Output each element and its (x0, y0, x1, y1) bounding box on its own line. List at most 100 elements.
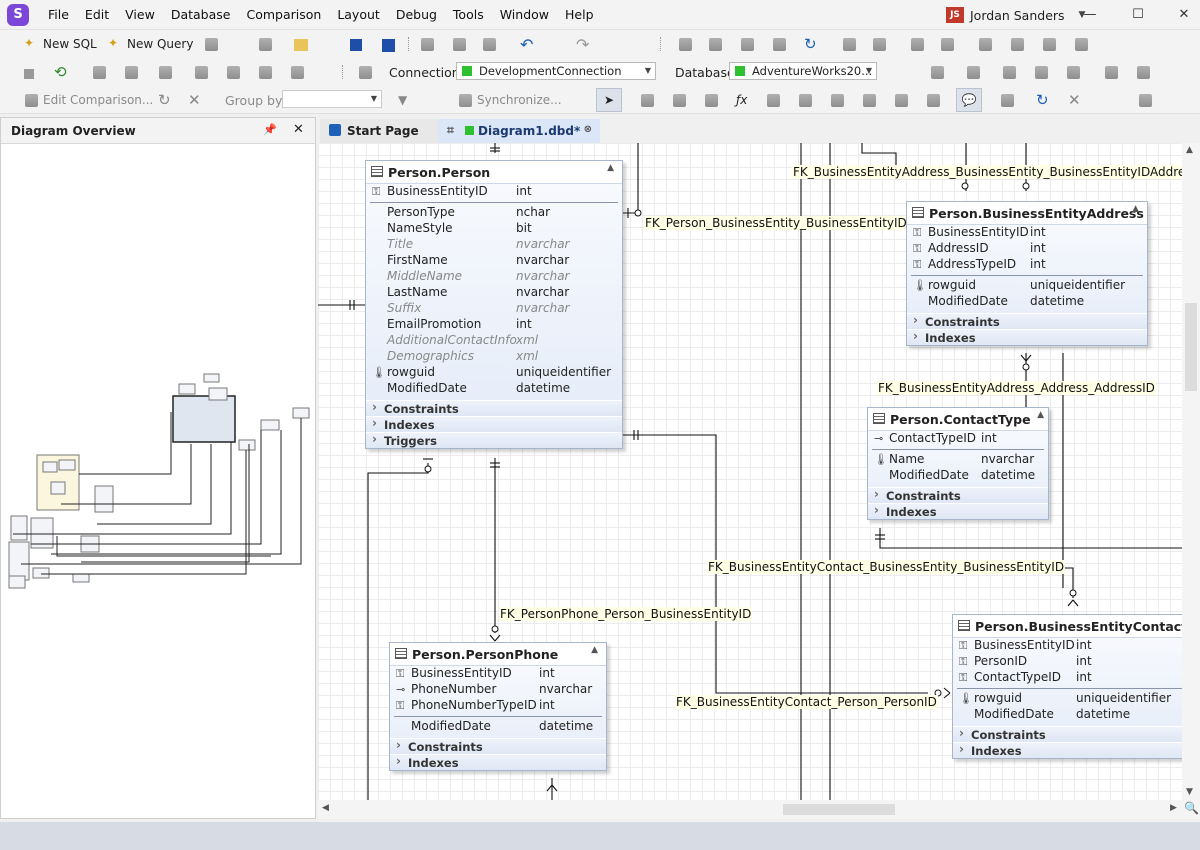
new-file-icon[interactable] (258, 34, 273, 54)
group-triggers[interactable]: Triggers (366, 432, 622, 448)
screenshot-icon[interactable] (708, 34, 723, 54)
group-indexes[interactable]: Indexes (907, 329, 1147, 345)
align-center-icon[interactable] (966, 62, 981, 82)
entity-business-entity-address[interactable]: Person.BusinessEntityAddress▲ ⚿BusinessE… (906, 201, 1148, 346)
tab-diagram[interactable]: ⌗ Diagram1.dbd* ⊗ (438, 119, 600, 143)
collapse-icon[interactable]: ▲ (1037, 410, 1044, 420)
scroll-up-icon[interactable]: ▲ (1186, 145, 1193, 155)
close-tab-icon[interactable]: ⊗ (583, 124, 592, 135)
new-document-icon[interactable] (204, 34, 219, 54)
relation-label[interactable]: FK_BusinessEntityContact_BusinessEntity_… (707, 560, 1066, 574)
horizontal-scrollbar[interactable]: ◀ ▶ 🔍 (318, 800, 1200, 819)
bookmark-prev-icon[interactable] (1010, 34, 1025, 54)
transaction-icon[interactable] (290, 62, 305, 82)
save-icon[interactable] (350, 34, 362, 54)
align-right-icon[interactable] (1066, 62, 1081, 82)
entity-business-entity-contact[interactable]: Person.BusinessEntityContact ⚿BusinessEn… (952, 614, 1182, 759)
paste-icon[interactable] (482, 34, 497, 54)
refresh-diagram-icon[interactable]: ↻ (1036, 91, 1049, 109)
scroll-right-icon[interactable]: ▶ (1170, 803, 1177, 813)
menu-database[interactable]: Database (170, 7, 231, 22)
align-top-icon[interactable] (1104, 62, 1119, 82)
export-tool-icon[interactable] (862, 90, 877, 110)
relation-label[interactable]: FK_BusinessEntityContact_Person_PersonID (675, 695, 938, 709)
close-panel-icon[interactable]: ✕ (293, 122, 304, 137)
align-icon[interactable] (930, 62, 945, 82)
tab-start-page[interactable]: Start Page (320, 119, 438, 143)
new-sql-button[interactable]: ✦New SQL (24, 36, 97, 51)
undo-icon[interactable]: ↶ (520, 34, 534, 54)
scroll-left-icon[interactable]: ◀ (322, 803, 329, 813)
distribute-icon[interactable] (1136, 62, 1151, 82)
redo-icon[interactable]: ↷ (576, 34, 590, 54)
menu-window[interactable]: Window (499, 7, 550, 22)
zoom-icon[interactable] (1138, 90, 1153, 110)
relation-label[interactable]: FK_PersonPhone_Person_BusinessEntityID (499, 607, 753, 621)
pin-icon[interactable]: 📌 (263, 123, 277, 136)
group-constraints[interactable]: Constraints (390, 738, 606, 754)
menu-help[interactable]: Help (565, 7, 594, 22)
open-icon[interactable] (294, 34, 308, 54)
collapse-icon[interactable]: ▲ (591, 645, 598, 655)
chart-icon[interactable] (226, 62, 241, 82)
indent-icon[interactable] (842, 34, 857, 54)
collapse-icon[interactable]: ▲ (607, 163, 614, 173)
scroll-thumb[interactable] (783, 804, 895, 815)
cut-icon[interactable] (420, 34, 435, 54)
bookmark-clear-icon[interactable] (1074, 34, 1089, 54)
note-tool-icon[interactable]: 💬 (956, 88, 982, 112)
new-query-button[interactable]: ✦New Query (108, 36, 194, 51)
layout-tool-icon[interactable] (1000, 90, 1015, 110)
align-left-icon[interactable] (1002, 62, 1017, 82)
refresh-comparison-icon[interactable]: ↻ (158, 91, 171, 109)
container-tool-icon[interactable] (798, 90, 813, 110)
vertical-scrollbar[interactable]: ▲ ▼ (1182, 143, 1200, 800)
grid-icon[interactable] (194, 62, 209, 82)
menu-view[interactable]: View (125, 7, 155, 22)
group-constraints[interactable]: Constraints (366, 400, 622, 416)
table-tool-icon[interactable] (640, 90, 655, 110)
copy-icon[interactable] (452, 34, 467, 54)
diagram-minimap[interactable] (1, 144, 315, 818)
refresh-icon[interactable]: ↻ (804, 35, 817, 53)
resize-tool-icon[interactable] (830, 90, 845, 110)
edit-comparison-button[interactable]: Edit Comparison... (24, 90, 153, 110)
stamp-tool-icon[interactable] (894, 90, 909, 110)
menu-debug[interactable]: Debug (395, 7, 437, 22)
menu-edit[interactable]: Edit (84, 7, 110, 22)
image-tool-icon[interactable] (926, 90, 941, 110)
connection-select[interactable]: DevelopmentConnection▼ (456, 62, 656, 80)
group-indexes[interactable]: Indexes (868, 503, 1048, 519)
zoom-fit-icon[interactable]: 🔍 (1184, 801, 1199, 815)
execute-current-icon[interactable] (124, 62, 139, 82)
spell-icon[interactable] (772, 34, 787, 54)
relation-tool-icon[interactable] (766, 90, 781, 110)
user-account[interactable]: JS Jordan Sanders ▼ (946, 7, 1085, 23)
group-indexes[interactable]: Indexes (390, 754, 606, 770)
collapse-icon[interactable]: ▲ (1132, 204, 1139, 214)
relation-label[interactable]: FK_BusinessEntityAddress_BusinessEntity_… (792, 165, 1182, 179)
relation-label[interactable]: FK_BusinessEntityAddress_Address_Address… (877, 381, 1156, 395)
uncomment-icon[interactable] (940, 34, 955, 54)
